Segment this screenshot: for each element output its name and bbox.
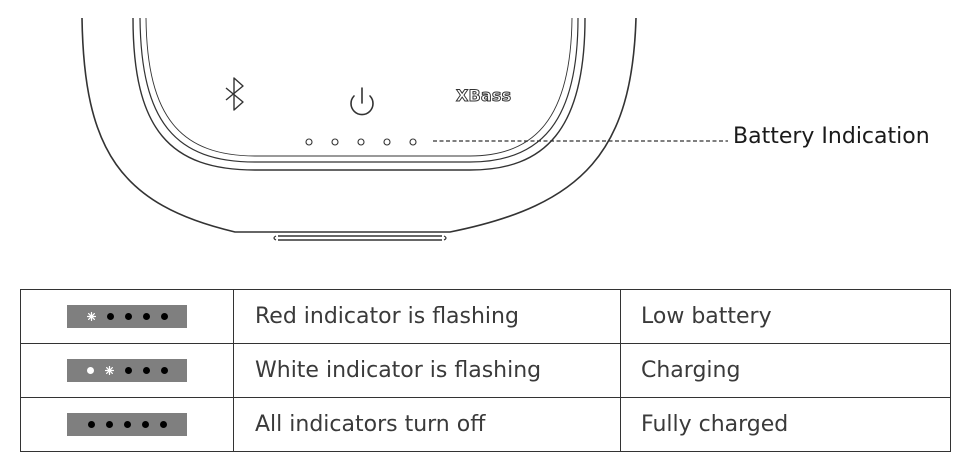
panel-outer-line [132, 17, 586, 171]
led-3 [357, 138, 365, 146]
status-cell: Fully charged [620, 397, 951, 452]
led-off-dot [159, 421, 167, 428]
led-off-dot [160, 367, 168, 374]
bluetooth-icon [225, 77, 244, 111]
led-off-dot [124, 367, 132, 374]
indicator-cell [20, 289, 234, 344]
led-off-dot [87, 421, 95, 428]
led-off-dot [106, 313, 114, 320]
speaker-top-panel: XBass [81, 17, 728, 241]
indicator-cell [20, 343, 234, 398]
power-icon [350, 87, 374, 116]
led-1 [305, 138, 313, 146]
indicator-cell [20, 397, 234, 452]
xbass-label: XBass [456, 86, 511, 105]
led-2 [331, 138, 339, 146]
flashing-led-icon [86, 312, 96, 321]
led-on-dot [86, 367, 94, 374]
led-bar-led-1-flashing [67, 305, 187, 328]
status-cell: Low battery [620, 289, 951, 344]
table-row: All indicators turn off Fully charged [20, 397, 951, 452]
led-off-dot [141, 421, 149, 428]
led-5 [409, 138, 417, 146]
description-cell: All indicators turn off [233, 397, 621, 452]
led-off-dot [123, 421, 131, 428]
description-cell: Red indicator is flashing [233, 289, 621, 344]
led-bar-led-2-flashing [67, 359, 187, 382]
flashing-led-icon [104, 366, 114, 375]
table-row: White indicator is flashing Charging [20, 343, 951, 398]
speaker-foot [278, 235, 442, 241]
battery-indication-label: Battery Indication [733, 124, 930, 149]
status-cell: Charging [620, 343, 951, 398]
led-4 [383, 138, 391, 146]
led-off-dot [142, 313, 150, 320]
led-bar-all-off [67, 413, 187, 436]
led-off-dot [142, 367, 150, 374]
battery-status-table: Red indicator is flashing Low battery Wh… [20, 289, 951, 452]
led-off-dot [105, 421, 113, 428]
description-cell: White indicator is flashing [233, 343, 621, 398]
led-off-dot [124, 313, 132, 320]
led-row [305, 138, 417, 146]
panel-inner-line [139, 17, 579, 163]
table-row: Red indicator is flashing Low battery [20, 289, 951, 344]
speaker-body-outline [81, 17, 637, 233]
led-off-dot [160, 313, 168, 320]
